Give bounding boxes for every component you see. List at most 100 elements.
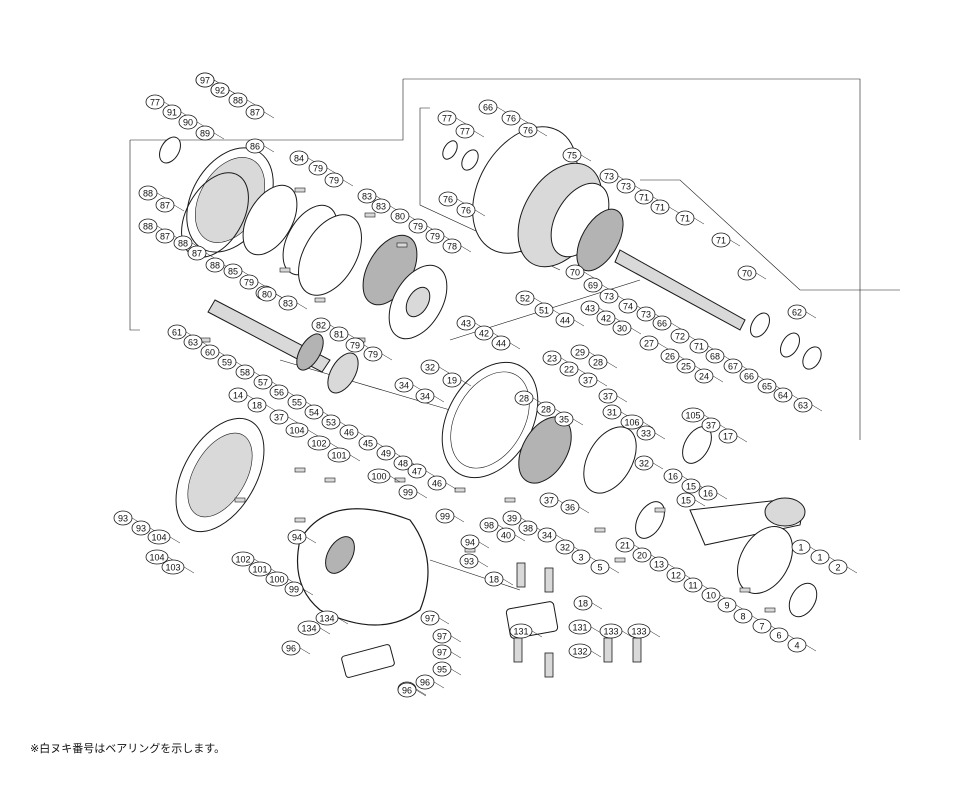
callout-number: 104: [151, 533, 166, 543]
callout-number: 45: [363, 439, 373, 449]
callout-number: 77: [150, 98, 160, 108]
screw-shape: [396, 242, 408, 248]
callout-number: 16: [668, 472, 678, 482]
callout-leader: [654, 432, 666, 440]
callout-badge: [599, 168, 619, 184]
callout-number: 32: [560, 543, 570, 553]
callout-badge: [363, 346, 383, 362]
callout-number: 85: [228, 267, 238, 277]
callout-badge: [432, 628, 452, 644]
callout-number: 79: [350, 341, 360, 351]
callout-number: 17: [723, 432, 733, 442]
callout-number: 20: [637, 551, 647, 561]
callout-badge: [248, 561, 272, 577]
callout-number: 64: [778, 391, 788, 401]
callout-badge: [187, 245, 207, 261]
callout-number: 25: [681, 362, 691, 372]
callout-number: 48: [398, 459, 408, 469]
callout-number: 92: [215, 86, 225, 96]
screw-shape: [324, 477, 336, 483]
callout-leader: [263, 111, 275, 119]
callout-badge: [793, 397, 813, 413]
callout-badge: [598, 388, 618, 404]
callout-badge: [660, 348, 680, 364]
callout-number: 69: [588, 281, 598, 291]
callout-number: 99: [403, 488, 413, 498]
callout-badge: [223, 263, 243, 279]
callout-number: 71: [694, 342, 704, 352]
callout-number: 30: [617, 324, 627, 334]
callout-badge: [634, 189, 654, 205]
callout-number: 73: [641, 310, 651, 320]
callout-number: 31: [607, 408, 617, 418]
callout-number: 88: [143, 189, 153, 199]
callout-number: 40: [501, 531, 511, 541]
callout-leader: [473, 130, 485, 138]
callout-leader: [263, 145, 275, 153]
callout-badge: [810, 549, 830, 565]
callout-number: 28: [541, 405, 551, 415]
callout-badge: [636, 306, 656, 322]
callout-badge: [590, 559, 610, 575]
side-plate-rim: [187, 432, 253, 518]
callout-badge: [573, 595, 593, 611]
callout-badge: [649, 556, 669, 572]
callout-leader: [649, 630, 661, 638]
callout-badge: [315, 610, 339, 626]
gear-shape: [296, 333, 324, 371]
callout-badge: [278, 295, 298, 311]
callout-badge: [539, 492, 559, 508]
callout-number: 133: [631, 627, 646, 637]
callout-badge: [632, 547, 652, 563]
callout-number: 60: [205, 348, 215, 358]
callout-number: 83: [376, 202, 386, 212]
callout-badge: [425, 228, 445, 244]
callout-number: 73: [621, 182, 631, 192]
callout-badge: [138, 185, 158, 201]
callout-number: 14: [233, 391, 243, 401]
screw-shape: [454, 487, 466, 493]
callout-badge: [442, 372, 462, 388]
callout-number: 34: [399, 381, 409, 391]
callout-leader: [460, 245, 472, 253]
callout-leader: [438, 617, 450, 625]
callout-leader: [590, 626, 602, 634]
callout-leader: [415, 688, 427, 696]
screw-shape: [654, 507, 666, 513]
callout-number: 101: [331, 451, 346, 461]
bolt-shape: [544, 567, 554, 593]
callout-badge: [652, 315, 672, 331]
callout-badge: [420, 359, 440, 375]
callout-badge: [701, 417, 721, 433]
callout-badge: [479, 517, 499, 533]
callout-number: 80: [262, 290, 272, 300]
callout-badge: [515, 290, 535, 306]
bearing-shape: [802, 346, 822, 370]
callout-number: 9: [724, 601, 729, 611]
callout-leader: [652, 462, 664, 470]
callout-badge: [534, 302, 554, 318]
section-boundary-line: [640, 179, 900, 291]
callout-badge: [113, 510, 133, 526]
callout-number: 80: [395, 212, 405, 222]
screw-shape: [294, 467, 306, 473]
callout-leader: [694, 499, 706, 507]
callout-badge: [670, 328, 690, 344]
callout-badge: [676, 492, 696, 508]
callout-badge: [496, 527, 516, 543]
section-boundary-line: [429, 559, 521, 591]
callout-badge: [289, 150, 309, 166]
bolt-shape: [603, 637, 613, 663]
callout-leader: [169, 536, 181, 544]
bearing-shape: [780, 332, 800, 358]
callout-badge: [394, 377, 414, 393]
callout-leader: [805, 311, 817, 319]
callout-number: 100: [269, 575, 284, 585]
callout-number: 22: [564, 365, 574, 375]
callout-badge: [456, 315, 476, 331]
callout-badge: [235, 364, 255, 380]
callout-badge: [281, 640, 301, 656]
callout-badge: [737, 265, 757, 281]
callout-number: 96: [420, 678, 430, 688]
callout-badge: [442, 238, 462, 254]
